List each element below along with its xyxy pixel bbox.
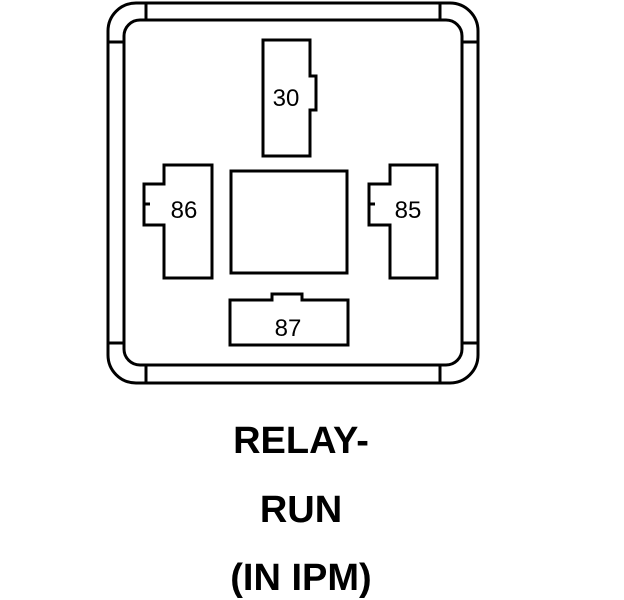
terminal-86-label: 86 (171, 197, 198, 224)
terminal-86 (142, 163, 214, 280)
caption-line-3: (IN IPM) (230, 557, 371, 599)
housing-outer (106, 1, 480, 385)
terminal-labels: 30 86 85 87 (171, 85, 422, 342)
terminal-85 (367, 163, 439, 280)
relay-housing (106, 1, 480, 385)
terminal-30 (261, 38, 318, 158)
housing-inner (122, 18, 464, 367)
terminal-30-label: 30 (273, 85, 300, 112)
terminal-85-label: 85 (395, 197, 422, 224)
caption-line-2: RUN (260, 489, 342, 531)
terminal-87 (228, 292, 350, 347)
caption: RELAY- RUN (IN IPM) (230, 420, 371, 599)
terminal-87-label: 87 (275, 315, 302, 342)
caption-line-1: RELAY- (233, 420, 369, 462)
terminals (142, 38, 439, 347)
terminal-center (229, 169, 349, 275)
